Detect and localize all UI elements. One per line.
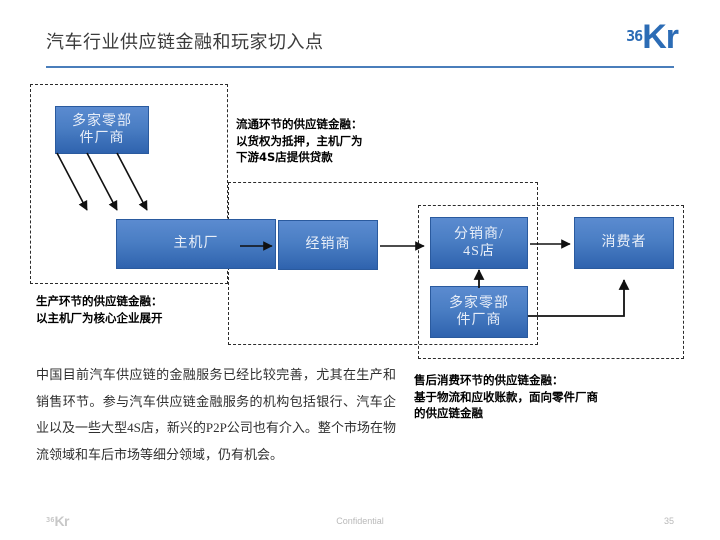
aftermarket-stage-region bbox=[418, 205, 684, 359]
brand-logo-36kr: 36 Kr bbox=[626, 18, 679, 56]
arrow-distributor-to-consumer bbox=[530, 239, 571, 249]
arrow-parts-to-distributor bbox=[473, 269, 485, 288]
arrow-dealer-to-distributor bbox=[380, 241, 425, 251]
node-dealer[interactable]: 经销商 bbox=[278, 220, 378, 270]
node-label-line1: 多家零部 bbox=[72, 113, 132, 129]
annotation-aftermarket-finance: 售后消费环节的供应链金融： 基于物流和应收账款，面向零件厂商 的供应链金融 bbox=[414, 373, 598, 421]
footer-confidential-label: Confidential bbox=[336, 516, 384, 526]
node-distributor-4s-store[interactable]: 分销商/ 4S店 bbox=[430, 217, 528, 269]
node-label-line1: 分销商/ bbox=[454, 226, 504, 242]
header-divider bbox=[46, 66, 674, 68]
body-paragraph: 中国目前汽车供应链的金融服务已经比较完善，尤其在生产和销售环节。参与汽车供应链金… bbox=[36, 367, 396, 462]
footer-logo-36kr: 36 Kr bbox=[46, 514, 69, 528]
node-label-line2: 4S店 bbox=[463, 244, 495, 259]
arrow-parts-to-consumer-elbow bbox=[528, 279, 630, 317]
production-stage-region bbox=[30, 84, 228, 284]
footer-page-number: 35 bbox=[663, 516, 674, 526]
node-parts-suppliers-aftermarket[interactable]: 多家零部 件厂商 bbox=[430, 286, 528, 338]
node-label: 主机厂 bbox=[173, 236, 219, 252]
arrows-parts-to-oem bbox=[56, 152, 148, 211]
node-parts-suppliers-production[interactable]: 多家零部 件厂商 bbox=[55, 106, 149, 154]
footer-logo-kr: Kr bbox=[54, 513, 69, 529]
node-label-line1: 多家零部 bbox=[449, 295, 509, 311]
brand-logo-number: 36 bbox=[626, 27, 643, 45]
node-label: 经销商 bbox=[305, 237, 351, 253]
brand-logo-kr: Kr bbox=[642, 18, 679, 56]
annotation-circulation-finance: 流通环节的供应链金融： 以货权为抵押，主机厂为 下游4S店提供贷款 bbox=[236, 117, 363, 165]
node-label-line2: 件厂商 bbox=[79, 131, 125, 146]
node-label-line2: 件厂商 bbox=[456, 313, 502, 328]
footer-logo-number: 36 bbox=[46, 516, 55, 524]
node-oem-factory[interactable]: 主机厂 bbox=[116, 219, 276, 269]
arrow-oem-to-dealer bbox=[240, 241, 273, 251]
annotation-production-finance: 生产环节的供应链金融： 以主机厂为核心企业展开 bbox=[36, 294, 163, 325]
page-title: 汽车行业供应链金融和玩家切入点 bbox=[46, 32, 324, 52]
node-consumer[interactable]: 消费者 bbox=[574, 217, 674, 269]
node-label: 消费者 bbox=[601, 235, 647, 251]
